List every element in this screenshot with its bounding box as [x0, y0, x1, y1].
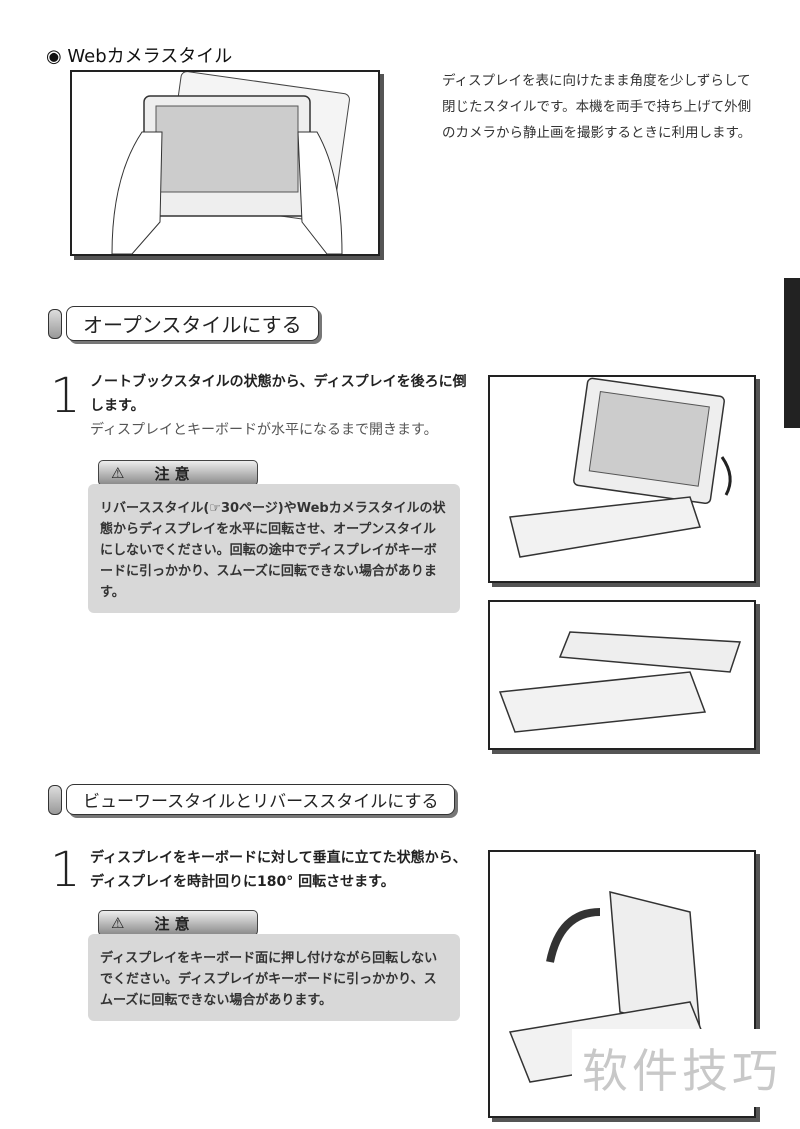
step-text: ディスプレイをキーボードに対して垂直に立てた状態から、ディスプレイを時計回りに1… — [90, 850, 467, 890]
caution-box: リバーススタイル(☞30ページ)やWebカメラスタイルの状態からディスプレイを水… — [88, 484, 460, 613]
step-text: ノートブックスタイルの状態から、ディスプレイを後ろに倒します。 — [90, 374, 467, 414]
watermark: 软件技巧 — [572, 1029, 792, 1107]
viewer-style-section-title: ビューワースタイルとリバーススタイルにする — [48, 784, 456, 815]
step-number: 1 — [50, 368, 81, 424]
step-number: 1 — [50, 842, 81, 898]
webcam-style-illustration — [70, 70, 380, 256]
section-marker — [48, 784, 62, 815]
open-style-section-title: オープンスタイルにする — [48, 306, 319, 341]
caution-tag: ⚠注 意 — [98, 910, 258, 936]
laptop-open-flat-image — [498, 631, 742, 733]
step-subtext: ディスプレイとキーボードが水平になるまで開きます。 — [90, 422, 438, 438]
laptop-opening-image — [509, 377, 732, 558]
caution-tag: ⚠注 意 — [98, 460, 258, 486]
section-marker — [48, 308, 62, 339]
open-style-illustration-2 — [488, 600, 756, 750]
section-title-label: ビューワースタイルとリバーススタイルにする — [66, 784, 456, 815]
caution-box: ディスプレイをキーボード面に押し付けながら回転しないでください。ディスプレイがキ… — [88, 934, 460, 1021]
webcam-style-description: ディスプレイを表に向けたまま角度を少しずらして閉じたスタイルです。本機を両手で持… — [442, 73, 752, 141]
open-style-illustration-1 — [488, 375, 756, 583]
section-title-label: オープンスタイルにする — [66, 306, 319, 341]
warning-icon: ⚠ — [111, 464, 125, 482]
chapter-side-tab — [784, 278, 800, 428]
tablet-held-by-hands-image — [111, 71, 350, 255]
warning-icon: ⚠ — [111, 914, 125, 932]
webcam-style-heading: ◉ Webカメラスタイル — [46, 46, 233, 67]
